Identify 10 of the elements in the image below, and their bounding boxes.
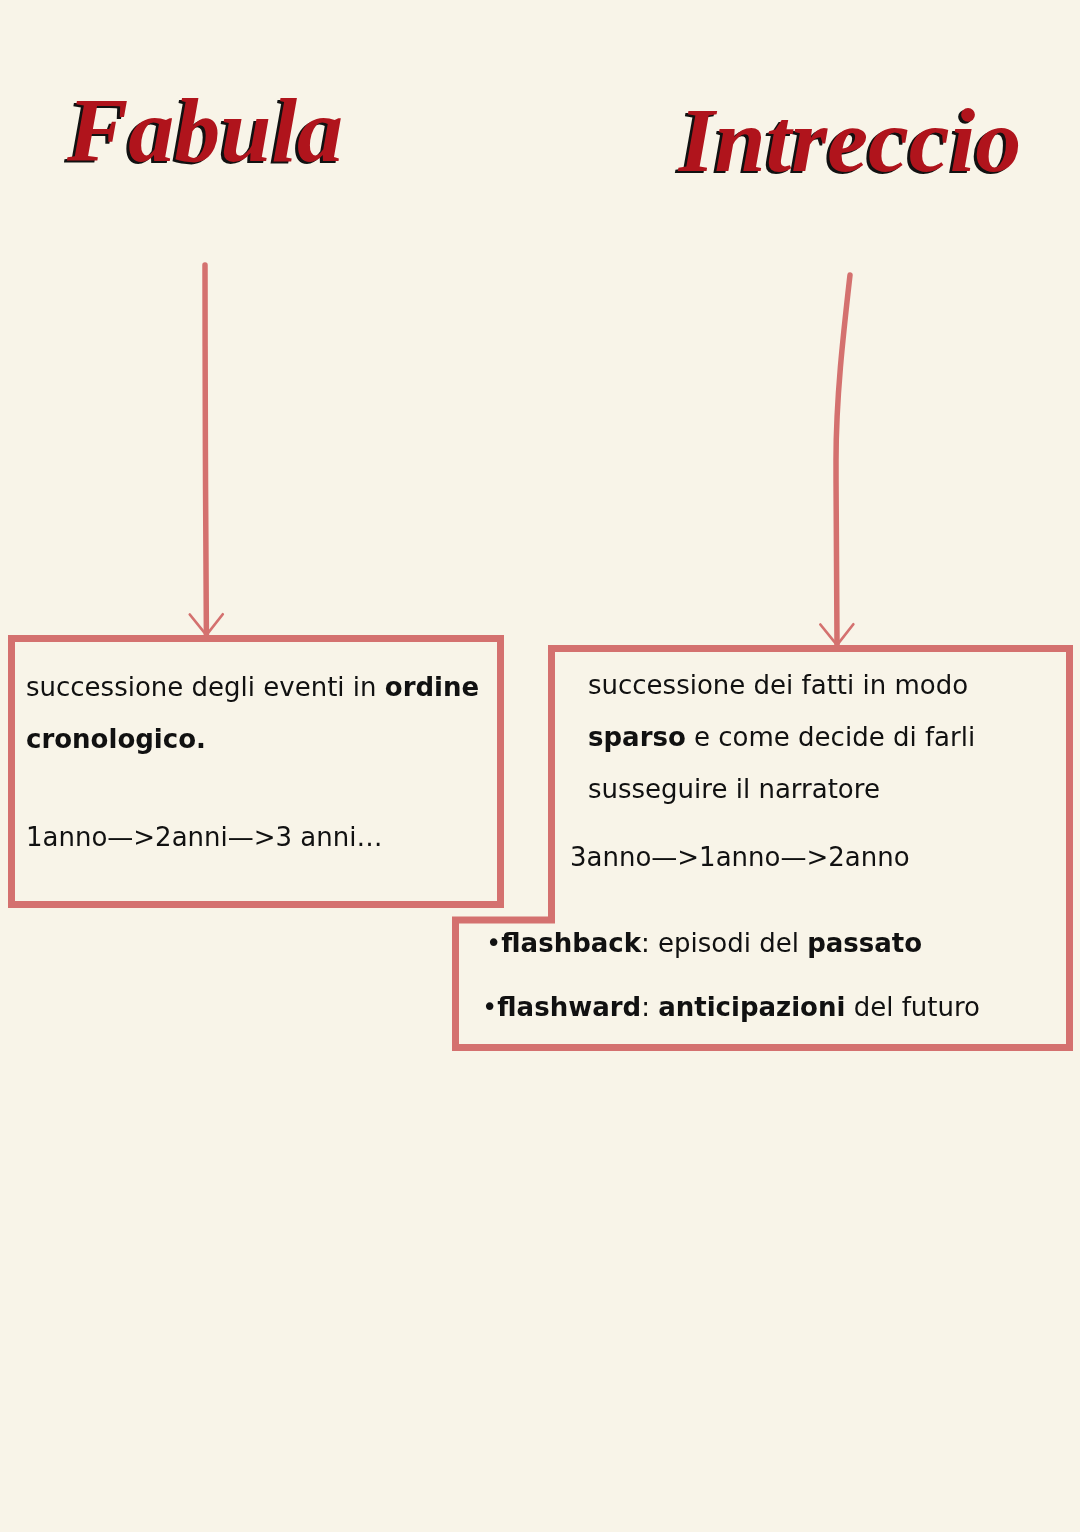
- title-text: Intreccio: [660, 70, 1040, 210]
- note-text: 3anno—>1anno—>2anno: [570, 841, 911, 874]
- note-text: 1anno—>2anni—>3 anni…: [26, 821, 384, 854]
- arrow: [188, 262, 225, 638]
- note-text: •flashback: episodi del passato: [486, 927, 924, 960]
- description-text: successione degli eventi in ordine cronologico.: [26, 671, 481, 756]
- note-text: •flashward: anticipazioni del futuro: [482, 991, 981, 1024]
- description-text: successione dei fatti in modo sparso e come decide di farli susseguire il narratore: [588, 669, 977, 806]
- arrow: [819, 272, 855, 648]
- title-text: Fabula: [40, 60, 370, 200]
